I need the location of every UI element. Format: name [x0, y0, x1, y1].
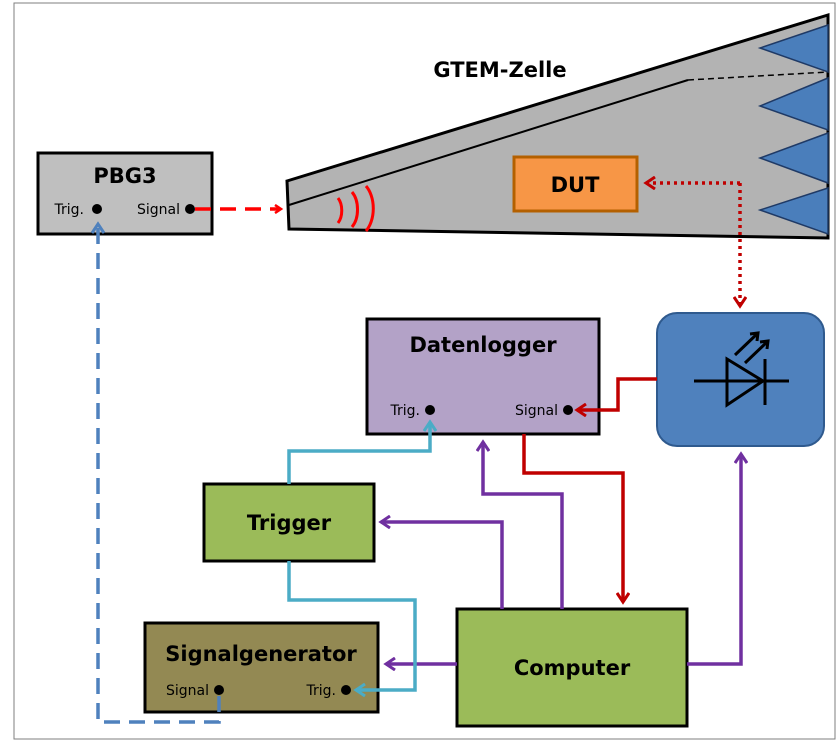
gtem-cell: [285, 12, 830, 240]
pbg3-trig-label: Trig.: [54, 202, 84, 218]
trigger-title: Trigger: [247, 511, 332, 535]
datenlogger-signal-label: Signal: [515, 403, 558, 419]
dut-label: DUT: [551, 173, 600, 197]
datenlogger-box: [365, 317, 601, 436]
trigger-to-signalgenerator-arrow: [287, 561, 417, 690]
datenlogger-trig-port: [425, 405, 435, 415]
optical-converter: [656, 312, 825, 447]
signalgenerator-trig-label: Trig.: [306, 683, 336, 699]
gtem-septum: [288, 79, 689, 206]
computer-title: Computer: [514, 656, 631, 680]
signalgenerator-signal-port: [214, 685, 224, 695]
signalgenerator-title: Signalgenerator: [165, 642, 357, 666]
computer-box: [455, 607, 689, 728]
signalgenerator-to-pbg3-arrow: [98, 224, 221, 724]
datenlogger-trig-label: Trig.: [390, 403, 420, 419]
datenlogger-signal-port: [563, 405, 573, 415]
signalgenerator-signal-label: Signal: [166, 683, 209, 699]
pbg3-title: PBG3: [93, 164, 156, 188]
computer-to-datenlogger-arrow: [483, 442, 564, 609]
computer-to-trigger-arrow: [381, 522, 504, 609]
converter-to-datenlogger-arrow: [577, 377, 657, 410]
emission-waves-icon: [336, 185, 375, 232]
absorber-cone-icon: [757, 131, 829, 185]
dut-box: [512, 155, 639, 213]
datenlogger-title: Datenlogger: [409, 333, 557, 357]
gtem-body: [285, 12, 830, 240]
computer-to-converter-arrow: [687, 454, 741, 666]
absorber-row: [757, 23, 829, 236]
pbg3-signal-port: [185, 204, 195, 214]
datenlogger-to-computer-arrow: [522, 434, 623, 602]
pbg3-box: [36, 151, 214, 236]
gtem-title: GTEM-Zelle: [433, 58, 566, 82]
pbg3-signal-label: Signal: [137, 202, 180, 218]
signalgenerator-box: [143, 621, 380, 714]
absorber-cone-icon: [757, 23, 829, 74]
pbg3-trig-port: [92, 204, 102, 214]
trigger-to-datenlogger-arrow: [287, 422, 430, 484]
gtem-septum-end: [687, 71, 829, 81]
signalgenerator-trig-port: [341, 685, 351, 695]
absorber-cone-icon: [757, 186, 829, 236]
absorber-cone-icon: [757, 76, 829, 132]
photodiode-icon: [694, 331, 789, 408]
